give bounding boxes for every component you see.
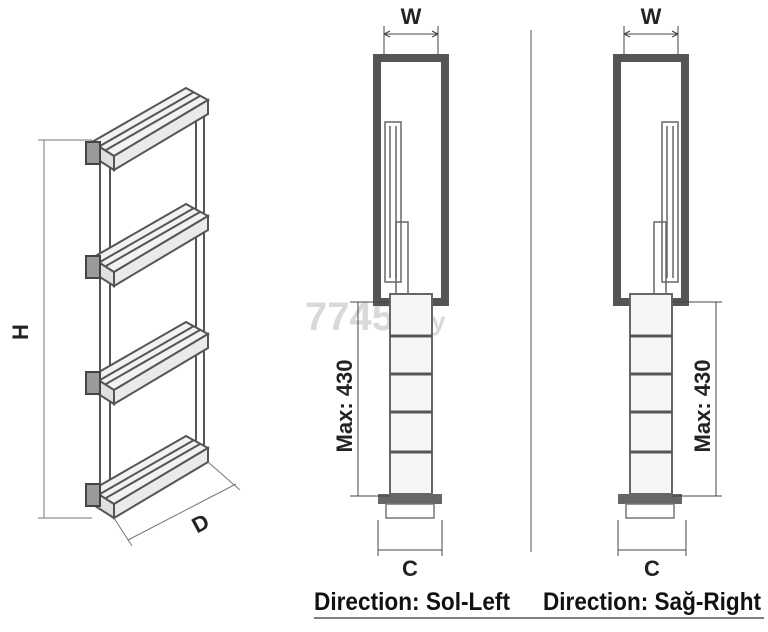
right-direction-caption: Direction: Sağ-Right — [543, 588, 762, 616]
right-clearance-dimension — [617, 520, 687, 556]
isometric-basket-unit — [85, 86, 211, 520]
left-base-bracket — [385, 503, 435, 519]
left-base-plate — [378, 494, 442, 504]
depth-dimension — [113, 461, 241, 547]
right-cabinet-frame — [613, 54, 689, 306]
height-dimension — [38, 139, 92, 519]
left-basket-column — [389, 293, 433, 495]
left-basket-shelves — [390, 334, 432, 454]
left-max-label: Max: 430 — [332, 360, 357, 453]
right-max-label: Max: 430 — [690, 360, 715, 453]
right-width-label: W — [641, 4, 662, 29]
left-width-label: W — [401, 4, 422, 29]
right-front-view: W Max: 430 C — [613, 4, 722, 581]
basket-tier-4 — [85, 434, 211, 520]
basket-tier-2 — [85, 202, 211, 288]
left-width-dimension — [383, 26, 439, 58]
right-base-plate — [618, 494, 682, 504]
left-cabinet-frame — [373, 54, 449, 306]
right-basket-column — [629, 293, 673, 495]
left-clearance-label: C — [402, 556, 418, 581]
basket-tier-1 — [85, 86, 211, 172]
right-base-bracket — [625, 503, 675, 519]
left-front-view: W Max: 430 — [332, 4, 449, 581]
left-max-dimension — [350, 301, 390, 497]
basket-tier-3 — [85, 320, 211, 406]
right-basket-shelves — [630, 334, 672, 454]
right-clearance-label: C — [644, 556, 660, 581]
left-direction-caption: Direction: Sol-Left — [314, 588, 511, 616]
depth-label: D — [188, 509, 214, 539]
height-label: H — [8, 324, 33, 340]
right-slide-mechanism — [653, 121, 679, 297]
right-max-dimension — [672, 301, 722, 497]
right-width-dimension — [623, 26, 679, 58]
left-clearance-dimension — [377, 520, 443, 556]
